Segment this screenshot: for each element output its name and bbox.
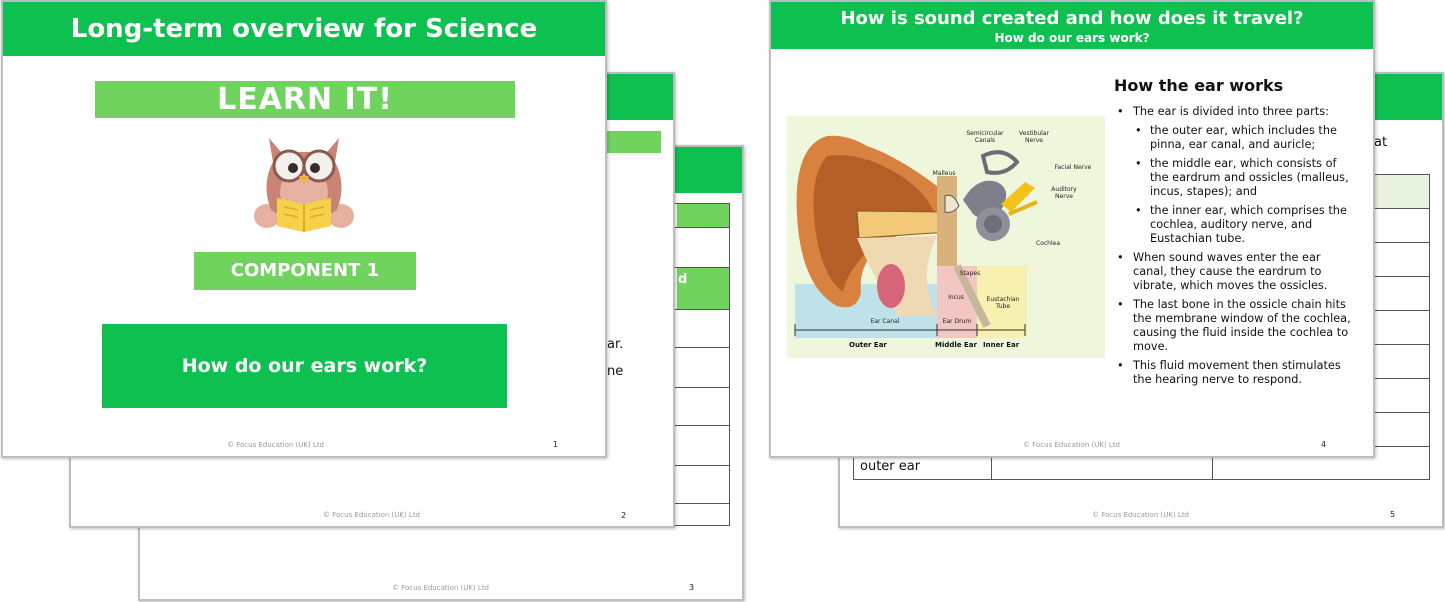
label-malleus: Malleus bbox=[932, 170, 956, 177]
cut-off-text: ne bbox=[607, 364, 624, 379]
sub-bullet-item: the outer ear, which includes the pinna,… bbox=[1115, 124, 1351, 152]
section-heading: How the ear works bbox=[1114, 76, 1284, 95]
owl-reading-book-icon bbox=[254, 138, 354, 232]
cut-off-text: at bbox=[1374, 135, 1388, 150]
learn-it-banner: LEARN IT! bbox=[95, 81, 515, 118]
page-title: Long-term overview for Science bbox=[70, 14, 538, 44]
label-stapes: Stapes bbox=[959, 270, 981, 277]
label-incus: Incus bbox=[948, 294, 964, 301]
section-middle-ear: Middle Ear bbox=[935, 341, 977, 349]
section-inner-ear: Inner Ear bbox=[983, 341, 1020, 349]
page-number: 2 bbox=[621, 511, 627, 520]
slide-header-band bbox=[771, 2, 1373, 49]
page-number: 5 bbox=[1390, 510, 1396, 519]
question-box: How do our ears work? bbox=[102, 324, 507, 408]
label-semicircular-canals: Semicircular Canals bbox=[966, 130, 1004, 144]
label-vestibular-nerve: Vestibular Nerve bbox=[1019, 130, 1049, 144]
slide-header-band bbox=[3, 2, 605, 56]
sub-bullet-item: the middle ear, which consists of the ea… bbox=[1115, 157, 1351, 199]
label-cochlea: Cochlea bbox=[1036, 240, 1060, 247]
bullet-list: The ear is divided into three parts: the… bbox=[1115, 105, 1351, 392]
bullet-item: When sound waves enter the ear canal, th… bbox=[1115, 251, 1351, 293]
bullet-item: The ear is divided into three parts: bbox=[1115, 105, 1351, 119]
slide-1[interactable]: Long-term overview for Science LEARN IT!… bbox=[1, 0, 607, 458]
cut-off-text: ar. bbox=[607, 337, 624, 352]
section-outer-ear: Outer Ear bbox=[849, 341, 887, 349]
copyright-footer: © Focus Education (UK) Ltd bbox=[1092, 511, 1190, 519]
copyright-footer: © Focus Education (UK) Ltd bbox=[392, 584, 490, 592]
page-number: 4 bbox=[1321, 440, 1327, 449]
page-number: 3 bbox=[689, 583, 695, 592]
page-title: How is sound created and how does it tra… bbox=[840, 8, 1304, 29]
copyright-footer: © Focus Education (UK) Ltd bbox=[1023, 441, 1121, 449]
copyright-footer: © Focus Education (UK) Ltd bbox=[323, 511, 421, 519]
page-subtitle: How do our ears work? bbox=[994, 31, 1150, 45]
label-eustachian-tube: Eustachian Tube bbox=[986, 296, 1020, 310]
page-number: 1 bbox=[553, 440, 559, 449]
label-ear-drum: Ear Drum bbox=[942, 318, 972, 325]
bullet-item: This fluid movement then stimulates the … bbox=[1115, 359, 1351, 387]
label-auditory-nerve: Auditory Nerve bbox=[1051, 186, 1077, 200]
sub-bullet-item: the inner ear, which comprises the cochl… bbox=[1115, 204, 1351, 246]
row-label: outer ear bbox=[860, 459, 921, 474]
subtitle-bar bbox=[606, 131, 661, 153]
label-facial-nerve: Facial Nerve bbox=[1054, 164, 1092, 171]
copyright-footer: © Focus Education (UK) Ltd bbox=[227, 441, 325, 449]
component-label: COMPONENT 1 bbox=[194, 252, 416, 290]
bullet-item: The last bone in the ossicle chain hits … bbox=[1115, 298, 1351, 354]
slide-4[interactable]: How is sound created and how does it tra… bbox=[769, 0, 1375, 458]
ear-diagram: Semicircular Canals Vestibular Nerve Fac… bbox=[787, 116, 1105, 358]
label-ear-canal: Ear Canal bbox=[870, 318, 900, 325]
